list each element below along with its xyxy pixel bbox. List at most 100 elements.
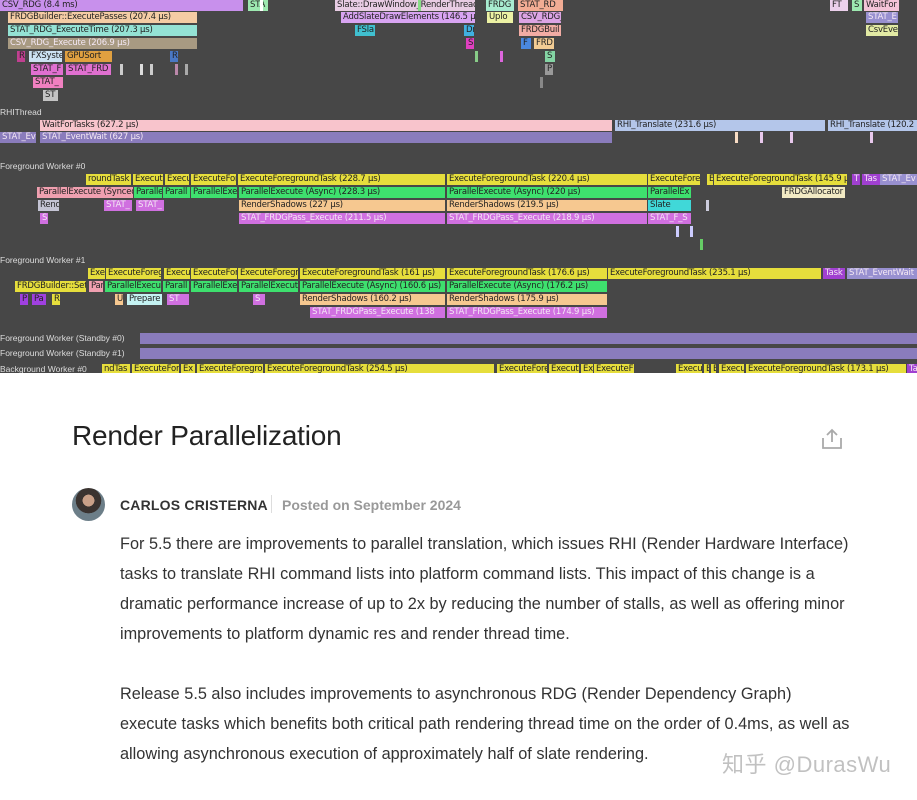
timeline-event-bar: R [52,294,60,305]
timeline-event-bar: ParallelExecute (Async) (160.6 μs) [300,281,445,292]
share-icon[interactable] [820,428,844,450]
timeline-event-bar: Execut [719,364,744,373]
timeline-event-bar: ExecuteForegroundTask (161 μs) [300,268,445,279]
timeline-event-bar: ExecuteForegroundTask (173.1 μs) [746,364,906,373]
timeline-event-bar: E [704,364,709,373]
timeline-event-bar: Rend [38,200,59,211]
timeline-event-bar: ExecuteForegroundTask (254.5 μs) [265,364,494,373]
timeline-event-bar: ParallelExecut [105,281,161,292]
timeline-event-bar: STAT_FRDGPass_Execute (218.9 μs) [447,213,647,224]
timeline-event-bar: Execut [133,174,163,185]
timeline-event-bar: P [20,294,28,305]
timeline-tick [150,64,153,75]
timeline-event-bar: ParallelEx [648,187,691,198]
timeline-event-bar: ExecuteFor [191,174,236,185]
timeline-tick [500,51,503,62]
divider [271,495,272,513]
timeline-event-bar: ExecuteForegr [106,268,161,279]
timeline-event-bar: Slate::DrawWindow_RenderThread ( [335,0,475,11]
timeline-event-bar: Execut [676,364,702,373]
timeline-tick [175,64,178,75]
timeline-event-bar: roundTask [86,174,131,185]
timeline-event-bar: Execute [549,364,579,373]
timeline-event-bar: WaitFor [864,0,899,11]
author-name[interactable]: CARLOS CRISTERNA [120,497,268,513]
timeline-event-bar: Par [89,281,103,292]
timeline-event-bar: Paralle [134,187,162,198]
thread-label: Foreground Worker #0 [0,161,88,172]
thread-label: RHIThread [0,107,44,118]
timeline-event-bar: FXSyste [29,51,62,62]
timeline-event-bar: CSV_RDG_Execute (206.9 μs) [8,38,197,49]
timeline-tick [870,132,873,143]
timeline-tick [690,226,693,237]
watermark: 知乎 @DurasWu [722,752,892,777]
timeline-event-bar: STA [248,0,268,11]
timeline-event-bar: FRDGBuilder::Set [15,281,86,292]
timeline-event-bar: CSV_RDG_ [519,12,561,23]
timeline-tick [790,132,793,143]
timeline-event-bar: RenderShadows (160.2 μs) [300,294,445,305]
timeline-event-bar: ParallelExe [191,187,237,198]
timeline-event-bar: STAT_FRDGPass_Execute (174.9 μs) [447,307,607,318]
timeline-event-bar: STAT_FRDGPass_Execute (211.5 μs) [239,213,445,224]
timeline-event-bar: FRD [534,38,554,49]
timeline-tick [120,64,123,75]
timeline-tick [140,64,143,75]
timeline-event-bar: P [545,64,553,75]
timeline-tick [185,64,188,75]
timeline-event-bar: Prepare [127,294,162,305]
timeline-event-bar: ExecuteForegrou [197,364,263,373]
timeline-event-bar: R [17,51,25,62]
timeline-event-bar: FRDG [486,0,514,11]
timeline-event-bar: ParallelExecute (Async) (228.3 μs) [239,187,445,198]
timeline-event-bar: ST [43,90,58,101]
timeline-event-bar: ExecuteFore [648,174,700,185]
timeline-event-bar: STAT_ [33,77,63,88]
timeline-event-bar: Exe [581,364,593,373]
timeline-event-bar: ExecuteF [594,364,634,373]
timeline-event-bar: U [115,294,123,305]
timeline-event-bar: GPUSort [65,51,112,62]
timeline-event-bar: CsvEve [866,25,898,36]
timeline-event-bar: ExecuteForegroundTask (176.6 μs) [447,268,607,279]
timeline-event-bar: S [253,294,265,305]
timeline-event-bar: Tas [862,174,880,185]
timeline-event-bar: Pa [32,294,46,305]
timeline-event-bar: FRDGBuil [519,25,561,36]
timeline-event-bar: RenderShadows (219.5 μs) [447,200,647,211]
timeline-event-bar: ParallelExe [191,281,237,292]
timeline-event-bar: STAT_EventWait (627 μs) [40,132,612,143]
timeline-event-bar: CSV_RDG (8.4 ms) [0,0,243,11]
timeline-event-bar: Exe [88,268,105,279]
timeline-tick [260,0,263,11]
timeline-event-bar: FSla [355,25,375,36]
timeline-event-bar: RenderShadows (175.9 μs) [447,294,607,305]
timeline-tick [700,239,703,250]
timeline-event-bar: S [545,51,555,62]
timeline-event-bar: E [711,364,716,373]
timeline-event-bar: R [170,51,178,62]
timeline-event-bar: E [707,174,713,185]
timeline-event-bar: T [852,174,860,185]
timeline-event-bar: FRDGBuilder::ExecutePasses (207.4 μs) [8,12,197,23]
timeline-event-bar: ExecuteForegro [238,268,298,279]
timeline-event-bar: S [40,213,48,224]
timeline-event-bar: ParallelExecute (Async) (220 μs) [447,187,647,198]
timeline-event-bar: STAT_RDG_ExecuteTime (207.3 μs) [8,25,197,36]
timeline-event-bar: ExecuteForegroundTask (228.7 μs) [238,174,445,185]
timeline-tick [475,51,478,62]
timeline-event-bar: ParallelExecute (Async) (176.2 μs) [447,281,607,292]
timeline-event-bar: ST [167,294,189,305]
timeline-event-bar: STAT_FRDGPass_Execute (138 [310,307,445,318]
timeline-event-bar: FRDGAllocator [782,187,845,198]
avatar[interactable] [72,488,105,521]
timeline-event-bar: ParallelExecute [239,281,298,292]
timeline-event-bar [140,333,917,344]
profiler-timeline-image: CSV_RDG (8.4 ms) STA Slate::DrawWindow_Ren… [0,0,917,373]
timeline-event-bar: STAT_Eve [0,132,36,143]
paragraph: For 5.5 there are improvements to parall… [120,535,849,643]
timeline-tick [540,77,543,88]
timeline-event-bar: RenderShadows (227 μs) [239,200,445,211]
timeline-event-bar: STAT_EventWait ( [847,268,917,279]
